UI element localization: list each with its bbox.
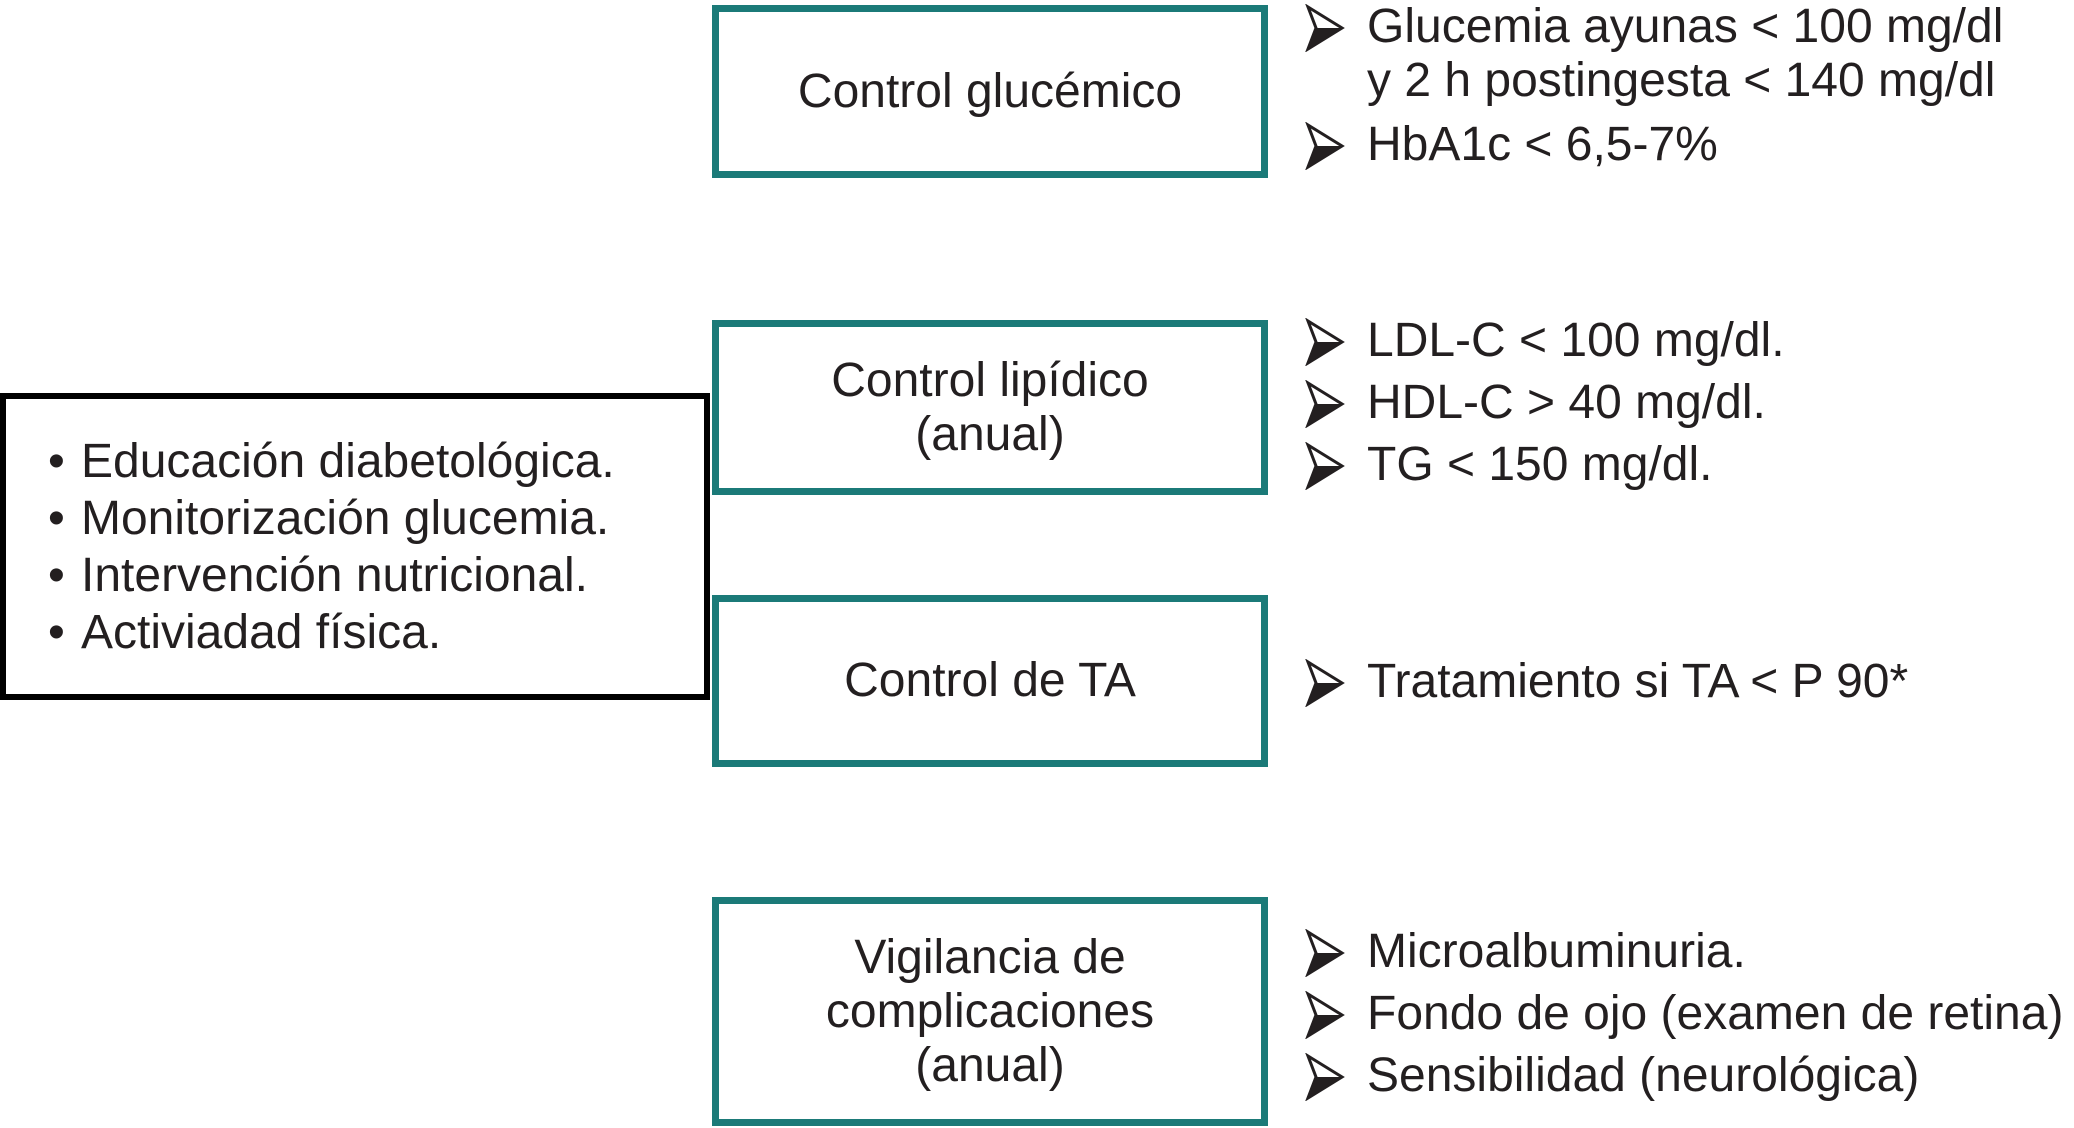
list-item: • Monitorización glucemia. xyxy=(48,490,704,547)
bullet-group-complicaciones: Microalbuminuria. Fondo de ojo (examen d… xyxy=(1305,921,2074,1107)
arrow-bullet-icon xyxy=(1305,0,1367,52)
bullet-line: Tratamiento si TA < P 90* xyxy=(1367,655,1909,708)
list-item: • Intervención nutricional. xyxy=(48,547,704,604)
list-item: • Activiadad física. xyxy=(48,604,704,661)
arrow-bullet-icon xyxy=(1305,1045,1367,1101)
arrow-bullet-icon xyxy=(1305,372,1367,428)
dot-bullet-icon: • xyxy=(48,434,65,488)
bullet-item: HDL-C > 40 mg/dl. xyxy=(1305,372,2074,434)
dot-bullet-icon: • xyxy=(48,605,65,659)
arrow-bullet-icon xyxy=(1305,118,1367,170)
arrow-bullet-icon xyxy=(1305,434,1367,490)
list-item-label: Activiadad física. xyxy=(81,605,442,659)
bullet-item: TG < 150 mg/dl. xyxy=(1305,434,2074,496)
bullet-line: Sensibilidad (neurológica) xyxy=(1367,1049,1920,1102)
bullet-item: LDL-C < 100 mg/dl. xyxy=(1305,310,2074,372)
bullet-item: Fondo de ojo (examen de retina) xyxy=(1305,983,2074,1045)
bullet-item: Tratamiento si TA < P 90* xyxy=(1305,651,2074,713)
list-item-label: Monitorización glucemia. xyxy=(81,491,610,545)
arrow-bullet-icon xyxy=(1305,310,1367,366)
box-label: (anual) xyxy=(915,407,1065,461)
bullet-group-glucemico: Glucemia ayunas < 100 mg/dl y 2 h postin… xyxy=(1305,0,2074,172)
box-control-ta: Control de TA xyxy=(712,595,1268,767)
bullet-group-lipidico: LDL-C < 100 mg/dl. HDL-C > 40 mg/dl. TG … xyxy=(1305,310,2074,496)
box-label: Control glucémico xyxy=(797,64,1183,118)
box-label: Control lipídico xyxy=(831,353,1149,407)
box-label: complicaciones xyxy=(825,984,1155,1038)
bullet-line: Glucemia ayunas < 100 mg/dl xyxy=(1367,0,2004,53)
bullet-line: Microalbuminuria. xyxy=(1367,925,1746,978)
list-item: • Educación diabetológica. xyxy=(48,433,704,490)
box-control-glucemico: Control glucémico xyxy=(712,5,1268,178)
list-item-label: Intervención nutricional. xyxy=(81,548,588,602)
bullet-line: y 2 h postingesta < 140 mg/dl xyxy=(1367,54,1996,107)
general-measures-panel: • Educación diabetológica. • Monitorizac… xyxy=(0,393,710,700)
list-item-label: Educación diabetológica. xyxy=(81,434,615,488)
bullet-item: Sensibilidad (neurológica) xyxy=(1305,1045,2074,1107)
box-vigilancia-complicaciones: Vigilancia de complicaciones (anual) xyxy=(712,897,1268,1126)
bullet-item: HbA1c < 6,5-7% xyxy=(1305,118,2074,172)
box-control-lipidico: Control lipídico (anual) xyxy=(712,320,1268,495)
bullet-line: LDL-C < 100 mg/dl. xyxy=(1367,314,1785,367)
bullet-line: HbA1c < 6,5-7% xyxy=(1367,118,1718,171)
bullet-item: Glucemia ayunas < 100 mg/dl y 2 h postin… xyxy=(1305,0,2074,108)
box-label: Control de TA xyxy=(844,654,1136,707)
bullet-line: TG < 150 mg/dl. xyxy=(1367,438,1713,491)
box-label: Vigilancia de xyxy=(854,930,1126,984)
box-label: (anual) xyxy=(915,1038,1065,1092)
bullet-line: Fondo de ojo (examen de retina) xyxy=(1367,987,2064,1040)
bullet-item: Microalbuminuria. xyxy=(1305,921,2074,983)
bullet-line: HDL-C > 40 mg/dl. xyxy=(1367,376,1766,429)
dot-bullet-icon: • xyxy=(48,548,65,602)
bullet-group-ta: Tratamiento si TA < P 90* xyxy=(1305,651,2074,713)
arrow-bullet-icon xyxy=(1305,921,1367,977)
dot-bullet-icon: • xyxy=(48,491,65,545)
arrow-bullet-icon xyxy=(1305,651,1367,707)
arrow-bullet-icon xyxy=(1305,983,1367,1039)
